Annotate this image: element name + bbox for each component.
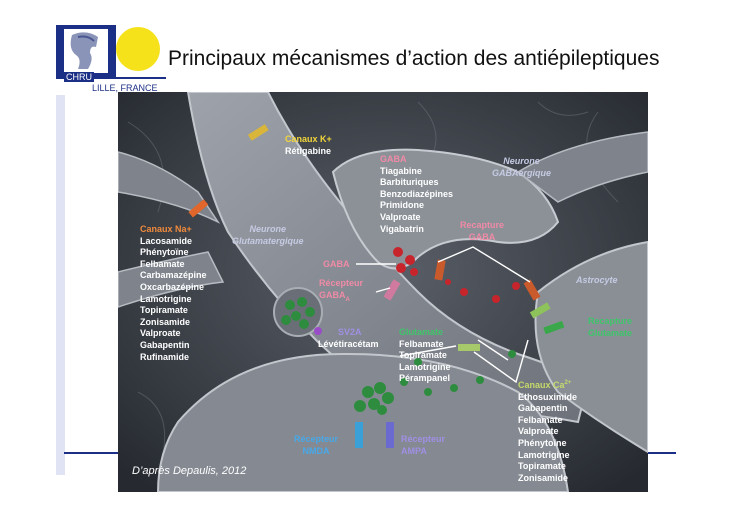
drug-item: Oxcarbazépine [140, 282, 207, 294]
na-channel-label: Canaux Na+ Lacosamide Phénytoïne Felbama… [140, 224, 207, 363]
source-credit: D’après Depaulis, 2012 [132, 465, 246, 477]
drug-item: Ethosuximide [518, 392, 577, 404]
gabaergic-neuron-label: Neurone GABAergique [492, 156, 551, 179]
drug-item: Felbamate [518, 415, 577, 427]
drug-item: Rufinamide [140, 352, 207, 364]
logo-chru-text: CHRU [64, 72, 94, 82]
left-accent-bar [56, 95, 65, 475]
na-channel-drugs: Lacosamide Phénytoïne Felbamate Carbamaz… [140, 236, 207, 364]
sv2a-drugs: Lévétiracétam [318, 339, 379, 351]
drug-item: Primidone [380, 200, 453, 212]
ampa-line: AMPA [401, 446, 445, 458]
drug-item: Gabapentin [518, 403, 577, 415]
drug-item: Benzodiazépines [380, 189, 453, 201]
gaba-reuptake-label: Recapture GABA [460, 220, 504, 243]
drug-item: Pérampanel [399, 373, 451, 385]
ca-channel [458, 344, 480, 351]
drug-item: Lévétiracétam [318, 339, 379, 351]
drug-item: Lamotrigine [399, 362, 451, 374]
glutamate-title: Glutamate [399, 327, 451, 339]
drug-item: Phénytoïne [518, 438, 577, 450]
drug-item: Lamotrigine [140, 294, 207, 306]
gaba-drugs-label: GABA Tiagabine Barbituriques Benzodiazép… [380, 154, 453, 235]
drug-item: Rétigabine [285, 146, 332, 158]
glutamate-drugs-label: Glutamate Felbamate Topiramate Lamotrigi… [399, 327, 451, 385]
nmda-line: Récepteur [294, 434, 338, 446]
gaba-a-receptor-label: Récepteur GABAA [319, 278, 363, 306]
sv2a-title: SV2A [318, 327, 379, 339]
gaba-a-subscript: A [346, 296, 350, 302]
drug-item: Zonisamide [140, 317, 207, 329]
na-channel-title: Canaux Na+ [140, 224, 207, 236]
drug-item: Lacosamide [140, 236, 207, 248]
drug-item: Topiramate [140, 305, 207, 317]
gaba-a-line: Récepteur [319, 278, 363, 290]
drug-item: Valproate [140, 328, 207, 340]
drug-item: Barbituriques [380, 177, 453, 189]
drug-item: Valproate [518, 426, 577, 438]
drug-item: Topiramate [518, 461, 577, 473]
drug-item: Felbamate [399, 339, 451, 351]
drug-item: Valproate [380, 212, 453, 224]
nmda-receptor-label: Récepteur NMDA [294, 434, 338, 457]
drug-item: Gabapentin [140, 340, 207, 352]
drug-item: Lamotrigine [518, 450, 577, 462]
drug-item: Topiramate [399, 350, 451, 362]
gaba-reuptake-line: GABA [460, 232, 504, 244]
ca-channel-charge: 2+ [565, 380, 572, 386]
glutamate-reuptake-label: Recapture Glutamate [588, 316, 632, 339]
drug-item: Felbamate [140, 259, 207, 271]
nmda-receptor [355, 422, 363, 448]
drug-item: Tiagabine [380, 166, 453, 178]
neuron-label-line: Neurone [232, 224, 304, 236]
glutamate-reuptake-line: Recapture [588, 316, 632, 328]
slide-title: Principaux mécanismes d’action des antié… [168, 47, 659, 71]
gaba-small-label: GABA [323, 259, 350, 271]
neuron-label-line: Neurone [492, 156, 551, 168]
ca-channel-title: Canaux Ca [518, 380, 565, 390]
gaba-reuptake-line: Recapture [460, 220, 504, 232]
gaba-drugs: Tiagabine Barbituriques Benzodiazépines … [380, 166, 453, 236]
synapse-illustration: Canaux K+ Rétigabine Canaux Na+ Lacosami… [118, 92, 648, 492]
gaba-title: GABA [380, 154, 453, 166]
glutamatergic-neuron-label: Neurone Glutamatergique [232, 224, 304, 247]
k-channel-label: Canaux K+ Rétigabine [285, 134, 332, 157]
ca-channel-label: Canaux Ca2+ Ethosuximide Gabapentin Felb… [518, 378, 577, 484]
ampa-line: Récepteur [401, 434, 445, 446]
ampa-receptor [386, 422, 394, 448]
nmda-line: NMDA [294, 446, 338, 458]
ca-channel-drugs: Ethosuximide Gabapentin Felbamate Valpro… [518, 392, 577, 485]
drug-item: Zonisamide [518, 473, 577, 485]
glutamate-reuptake-line: Glutamate [588, 328, 632, 340]
neuron-label-line: Glutamatergique [232, 236, 304, 248]
gaba-a-line: GABA [319, 290, 346, 300]
drug-item: Vigabatrin [380, 224, 453, 236]
k-channel-title: Canaux K+ [285, 134, 332, 146]
ampa-receptor-label: Récepteur AMPA [401, 434, 445, 457]
sv2a-label: SV2A Lévétiracétam [318, 327, 379, 350]
neuron-label-line: GABAergique [492, 168, 551, 180]
drug-item: Carbamazépine [140, 270, 207, 282]
drug-item: Phénytoïne [140, 247, 207, 259]
astrocyte-label: Astrocyte [576, 275, 618, 287]
glutamate-drugs: Felbamate Topiramate Lamotrigine Pérampa… [399, 339, 451, 385]
k-channel-drugs: Rétigabine [285, 146, 332, 158]
